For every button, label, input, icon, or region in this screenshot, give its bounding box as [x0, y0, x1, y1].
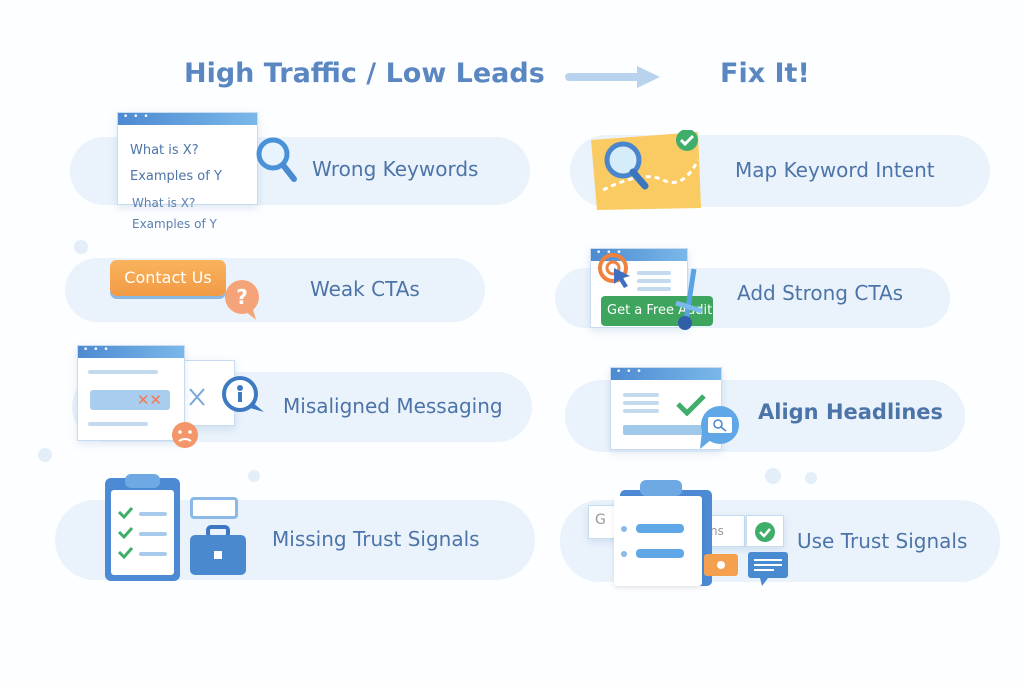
clipboard-reviews-icon — [614, 480, 712, 586]
search-icon — [254, 135, 300, 189]
verified-search-icon — [746, 515, 784, 547]
problem-label: Wrong Keywords — [312, 157, 479, 181]
keyword-echo-line: What is X? — [132, 196, 196, 210]
problem-label: Weak CTAs — [310, 277, 420, 301]
keyword-line: What is X? — [130, 143, 199, 158]
clipboard-checklist-icon — [105, 474, 180, 581]
message-bubble-icon — [190, 497, 238, 519]
left-title: High Traffic / Low Leads — [184, 58, 545, 89]
fix-label: Align Headlines — [758, 400, 944, 424]
decor-dot — [74, 240, 88, 254]
fix-label: Map Keyword Intent — [735, 158, 935, 182]
sad-face-icon — [170, 420, 200, 454]
right-title: Fix It! — [720, 58, 810, 89]
decor-dot — [38, 448, 52, 462]
image-search-bubble-icon — [696, 405, 746, 455]
svg-text:?: ? — [236, 285, 248, 309]
right-arrow-icon — [565, 66, 660, 88]
info-bubble-icon — [220, 374, 266, 422]
problem-label: Missing Trust Signals — [272, 527, 480, 551]
fix-label: Add Strong CTAs — [737, 281, 904, 305]
briefcase-icon — [188, 525, 248, 581]
decor-dot — [805, 472, 817, 484]
question-bubble-icon: ? — [222, 278, 264, 326]
problem-label: Misaligned Messaging — [283, 394, 503, 418]
misaligned-browser-window: ✕✕ — [77, 345, 185, 441]
pin-icon — [672, 265, 706, 339]
chat-bubbles-icon — [704, 552, 790, 592]
contact-us-button: Contact Us — [110, 260, 226, 296]
keyword-echo-line: Examples of Y — [132, 217, 217, 231]
target-cursor-icon — [598, 250, 638, 294]
decor-dot — [765, 468, 781, 484]
keyword-line: Examples of Y — [130, 169, 222, 184]
decor-dot — [248, 470, 260, 482]
map-search-icon — [583, 129, 708, 219]
keyword-browser-window: What is X? Examples of Y — [117, 112, 258, 205]
fix-label: Use Trust Signals — [797, 529, 968, 553]
